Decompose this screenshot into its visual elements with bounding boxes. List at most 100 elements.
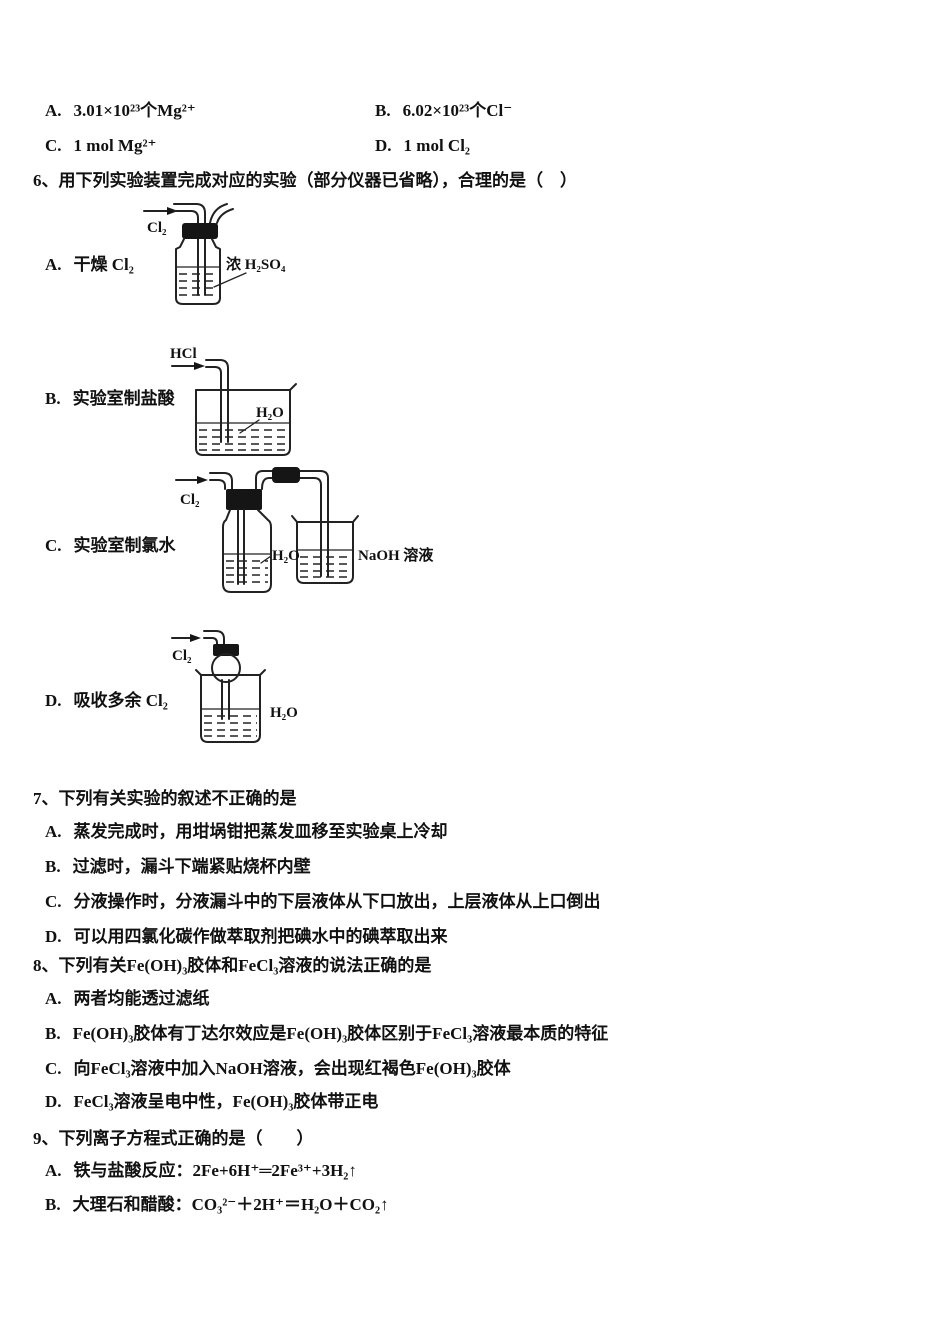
beaker <box>291 515 359 584</box>
q9-option-a: A. 铁与盐酸反应：2Fe+6H⁺═2Fe³⁺+3H₂↑ <box>45 1160 357 1182</box>
option-text: 干燥 Cl₂ <box>73 255 134 274</box>
rubber-stopper <box>226 489 262 510</box>
option-text: 分液操作时，分液漏斗中的下层液体从下口放出，上层液体从上口倒出 <box>73 892 601 911</box>
diagram-a-gas-washing-bottle: Cl₂ 浓 H₂SO₄ <box>143 203 286 305</box>
q6-option-b-label: B. 实验室制盐酸 <box>45 388 175 410</box>
option-text: Fe(OH)₃胶体有丁达尔效应是Fe(OH)₃胶体区别于FeCl₃溶液最本质的特… <box>72 1024 609 1043</box>
long-inlet-tube <box>237 509 245 585</box>
outlet-tube <box>209 203 234 224</box>
q7-option-b: B. 过滤时，漏斗下端紧贴烧杯内壁 <box>45 856 311 878</box>
option-letter: B. <box>45 389 61 408</box>
q7-stem: 7、下列有关实验的叙述不正确的是 <box>33 789 297 808</box>
delivery-tube <box>205 359 229 443</box>
q7-option-d: D. 可以用四氯化碳作做萃取剂把碘水中的碘萃取出来 <box>45 926 448 948</box>
reagent-label-h2o: H₂O <box>270 705 298 721</box>
reagent-label-h2o: H₂O <box>256 405 284 421</box>
bottle-body <box>222 509 272 593</box>
option-text: 大理石和醋酸：CO₃²⁻＋2H⁺＝H₂O＋CO₂↑ <box>72 1195 389 1214</box>
diagram-d-inverted-funnel-absorption: Cl₂ H₂O <box>171 630 298 743</box>
option-letter: C. <box>45 536 62 555</box>
option-text: 两者均能透过滤纸 <box>73 989 210 1008</box>
option-text: 1 mol Cl₂ <box>403 136 471 155</box>
q5-option-c: C. 1 mol Mg²⁺ <box>45 135 157 157</box>
funnel-bulb <box>211 653 241 683</box>
option-letter: B. <box>45 857 61 876</box>
rubber-stopper <box>182 223 218 239</box>
rubber-stopper <box>213 644 239 656</box>
inlet-tube <box>209 472 233 490</box>
beaker-label-naoh: NaOH 溶液 <box>358 546 434 564</box>
bottle-liquid-water <box>223 553 271 583</box>
q6-option-a-label: A. 干燥 Cl₂ <box>45 254 134 276</box>
gas-label-hcl: HCl <box>170 346 197 362</box>
beaker <box>195 383 297 456</box>
option-letter: D. <box>375 136 392 155</box>
option-letter: A. <box>45 822 62 841</box>
gas-inlet-arrow <box>171 362 205 370</box>
q5-option-b: B. 6.02×10²³个Cl⁻ <box>375 100 512 122</box>
gas-label-cl2: Cl₂ <box>180 492 200 508</box>
gas-inlet-arrow <box>171 634 201 642</box>
funnel-stem <box>221 679 230 720</box>
option-letter: C. <box>45 892 62 911</box>
reagent-label-h2so4: 浓 H₂SO₄ <box>226 256 286 273</box>
q8-option-a: A. 两者均能透过滤纸 <box>45 988 210 1010</box>
q7-option-a: A. 蒸发完成时，用坩埚钳把蒸发皿移至实验桌上冷却 <box>45 821 448 843</box>
option-letter: B. <box>45 1024 61 1043</box>
option-letter: C. <box>45 136 62 155</box>
beaker <box>195 669 266 743</box>
q8-option-b: B. Fe(OH)₃胶体有丁达尔效应是Fe(OH)₃胶体区别于FeCl₃溶液最本质… <box>45 1023 608 1045</box>
option-text: 铁与盐酸反应：2Fe+6H⁺═2Fe³⁺+3H₂↑ <box>73 1161 357 1180</box>
q7-option-c: C. 分液操作时，分液漏斗中的下层液体从下口放出，上层液体从上口倒出 <box>45 891 601 913</box>
bottle-body <box>175 238 221 305</box>
option-text: 向FeCl₃溶液中加入NaOH溶液，会出现红褐色Fe(OH)₃胶体 <box>73 1059 511 1078</box>
beaker-liquid-naoh <box>297 549 353 578</box>
option-text: 1 mol Mg²⁺ <box>73 136 157 155</box>
option-text: 蒸发完成时，用坩埚钳把蒸发皿移至实验桌上冷却 <box>73 822 448 841</box>
option-text: 过滤时，漏斗下端紧贴烧杯内壁 <box>72 857 311 876</box>
option-letter: D. <box>45 927 62 946</box>
liquid-water <box>201 708 260 737</box>
option-letter: A. <box>45 1161 62 1180</box>
q9-option-b: B. 大理石和醋酸：CO₃²⁻＋2H⁺＝H₂O＋CO₂↑ <box>45 1194 389 1216</box>
inlet-tube <box>173 203 206 296</box>
option-letter: B. <box>45 1195 61 1214</box>
q9-stem: 9、下列离子方程式正确的是（ ） <box>33 1129 314 1148</box>
q6-option-d-label: D. 吸收多余 Cl₂ <box>45 690 168 712</box>
option-text: 6.02×10²³个Cl⁻ <box>402 101 513 120</box>
reagent-leader-line <box>239 419 260 434</box>
gas-inlet-arrow <box>175 476 208 484</box>
option-letter: A. <box>45 989 62 1008</box>
option-text: 实验室制盐酸 <box>72 389 175 408</box>
q8-option-c: C. 向FeCl₃溶液中加入NaOH溶液，会出现红褐色Fe(OH)₃胶体 <box>45 1058 511 1080</box>
option-text: FeCl₃溶液呈电中性，Fe(OH)₃胶体带正电 <box>73 1092 379 1111</box>
option-letter: C. <box>45 1059 62 1078</box>
gas-label-cl2: Cl₂ <box>172 648 192 664</box>
q6-option-c-label: C.实验室制氯水 <box>45 535 176 557</box>
q6-stem: 6、用下列实验装置完成对应的实验（部分仪器已省略），合理的是（ ） <box>33 171 577 190</box>
q8-stem: 8、下列有关Fe(OH)₃胶体和FeCl₃溶液的说法正确的是 <box>33 956 432 975</box>
option-letter: B. <box>375 101 391 120</box>
q5-option-a: A. 3.01×10²³个Mg²⁺ <box>45 100 196 122</box>
liquid-water <box>195 422 291 451</box>
gas-label-cl2: Cl₂ <box>147 220 167 236</box>
bottle-label-h2o: H₂O <box>272 548 300 564</box>
option-letter: D. <box>45 1092 62 1111</box>
q5-option-d: D. 1 mol Cl₂ <box>375 135 470 157</box>
inlet-tube <box>203 630 225 647</box>
option-text: 3.01×10²³个Mg²⁺ <box>73 101 196 120</box>
option-letter: D. <box>45 691 62 710</box>
option-text: 吸收多余 Cl₂ <box>73 691 168 710</box>
diagram-c-chlorine-water-setup: Cl₂ <box>175 467 434 593</box>
reagent-leader-line <box>260 555 272 564</box>
liquid-concentrated-h2so4 <box>176 266 220 296</box>
reagent-leader-line <box>213 272 247 288</box>
option-letter: A. <box>45 255 62 274</box>
q8-option-d: D. FeCl₃溶液呈电中性，Fe(OH)₃胶体带正电 <box>45 1091 378 1113</box>
rubber-connector <box>272 467 300 483</box>
option-letter: A. <box>45 101 62 120</box>
diagram-b-hcl-into-water: HCl H₂O <box>170 346 297 456</box>
option-text: 可以用四氯化碳作做萃取剂把碘水中的碘萃取出来 <box>73 927 448 946</box>
gas-inlet-arrow <box>143 207 178 215</box>
